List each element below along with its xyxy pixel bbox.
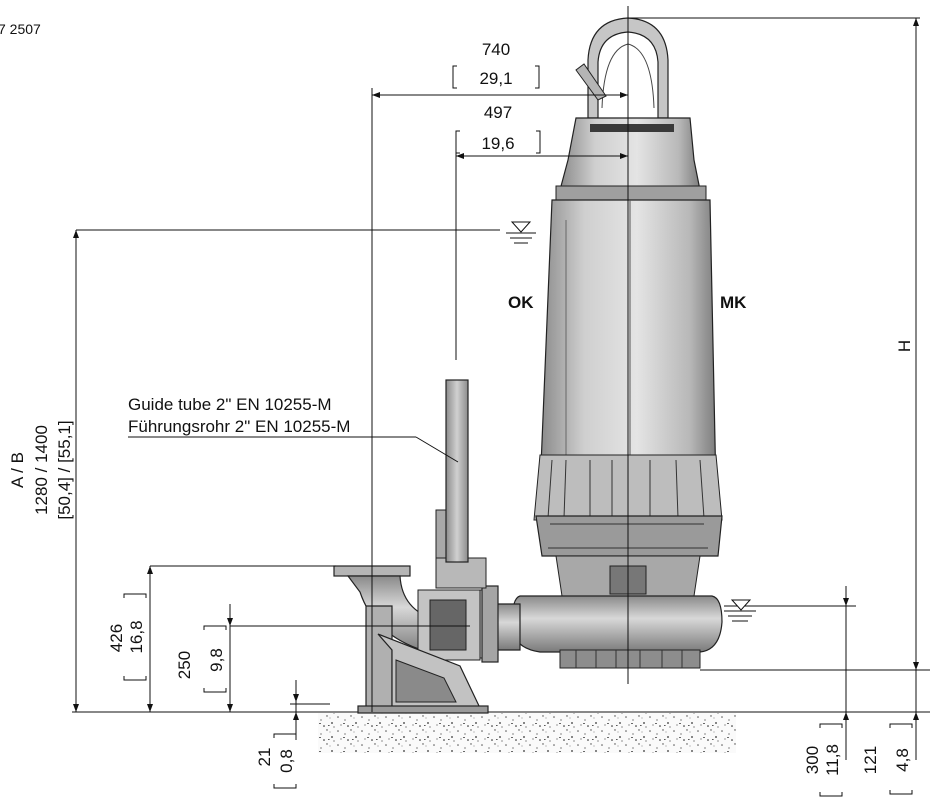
- duckfoot-bend: [333, 509, 499, 714]
- dimension-21-inch: 0,8: [277, 749, 296, 773]
- dimension-121-inch: 4,8: [893, 748, 912, 772]
- dimension-300-value: 300: [803, 746, 822, 774]
- dimension-300-inch: 11,8: [823, 744, 842, 776]
- dimension-740-inch: 29,1: [479, 69, 512, 88]
- dimension-h-label: H: [895, 340, 914, 352]
- guide-tube-label-en: Guide tube 2" EN 10255-M: [128, 395, 332, 414]
- dimension-250-inch: 9,8: [207, 648, 226, 672]
- dimension-121-value: 121: [861, 746, 880, 774]
- document-reference: 7 2507: [0, 21, 41, 37]
- water-level-icon: [506, 221, 536, 244]
- dimension-ab-title: A / B: [8, 452, 27, 488]
- dimension-21-value: 21: [255, 748, 274, 767]
- pump-motor: [511, 17, 723, 669]
- dimension-250-value: 250: [175, 651, 194, 679]
- dimension-426-value: 426: [107, 624, 126, 652]
- dimension-426-inch: 16,8: [127, 620, 146, 653]
- dimension-497-inch: 19,6: [481, 134, 514, 153]
- dimension-740-value: 740: [482, 40, 510, 59]
- guide-tube-label-de: Führungsrohr 2" EN 10255-M: [128, 417, 350, 436]
- guide-tube: [445, 379, 469, 563]
- dimension-ab-inches: [50,4] / [55,1]: [55, 420, 74, 519]
- ok-variant-label: OK: [508, 293, 534, 312]
- dimension-ab-values: 1280 / 1400: [32, 425, 51, 515]
- water-level-low-icon: [724, 599, 756, 622]
- ground-gravel: [318, 713, 736, 753]
- dimension-497-value: 497: [484, 103, 512, 122]
- dimension-lines: [73, 6, 930, 760]
- mk-variant-label: MK: [720, 293, 747, 312]
